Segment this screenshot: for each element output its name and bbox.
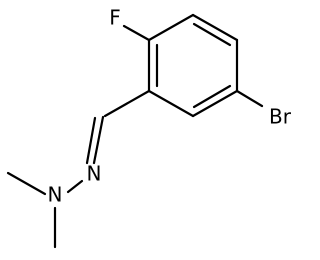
bromine-label: Br <box>269 105 292 129</box>
ring-bond-c1-c2 <box>147 13 195 42</box>
bond-c6-ch <box>103 89 151 118</box>
bond-n-methyl-1 <box>6 171 47 196</box>
structure-drawing: F Br N N <box>6 6 292 249</box>
amine-nitrogen-label: N <box>48 183 63 207</box>
ring-bond-c2-c3-inner <box>192 22 232 47</box>
fluorine-label: F <box>109 6 121 30</box>
bond-ch-n-imine-2 <box>85 116 97 165</box>
bond-n-n <box>66 179 84 194</box>
ring-bond-c4-c5 <box>191 89 239 118</box>
ring-bond-c5-c6 <box>147 89 195 118</box>
ring-bond-c2-c3 <box>191 13 239 42</box>
bond-c1-fluorine <box>122 24 151 42</box>
molecule-diagram: F Br N N <box>6 6 292 249</box>
imine-nitrogen-label: N <box>87 162 102 186</box>
bond-ch-n-imine-1 <box>92 115 105 165</box>
bond-c4-bromine <box>235 89 264 108</box>
ring-bond-c4-c5-inner <box>192 84 232 109</box>
